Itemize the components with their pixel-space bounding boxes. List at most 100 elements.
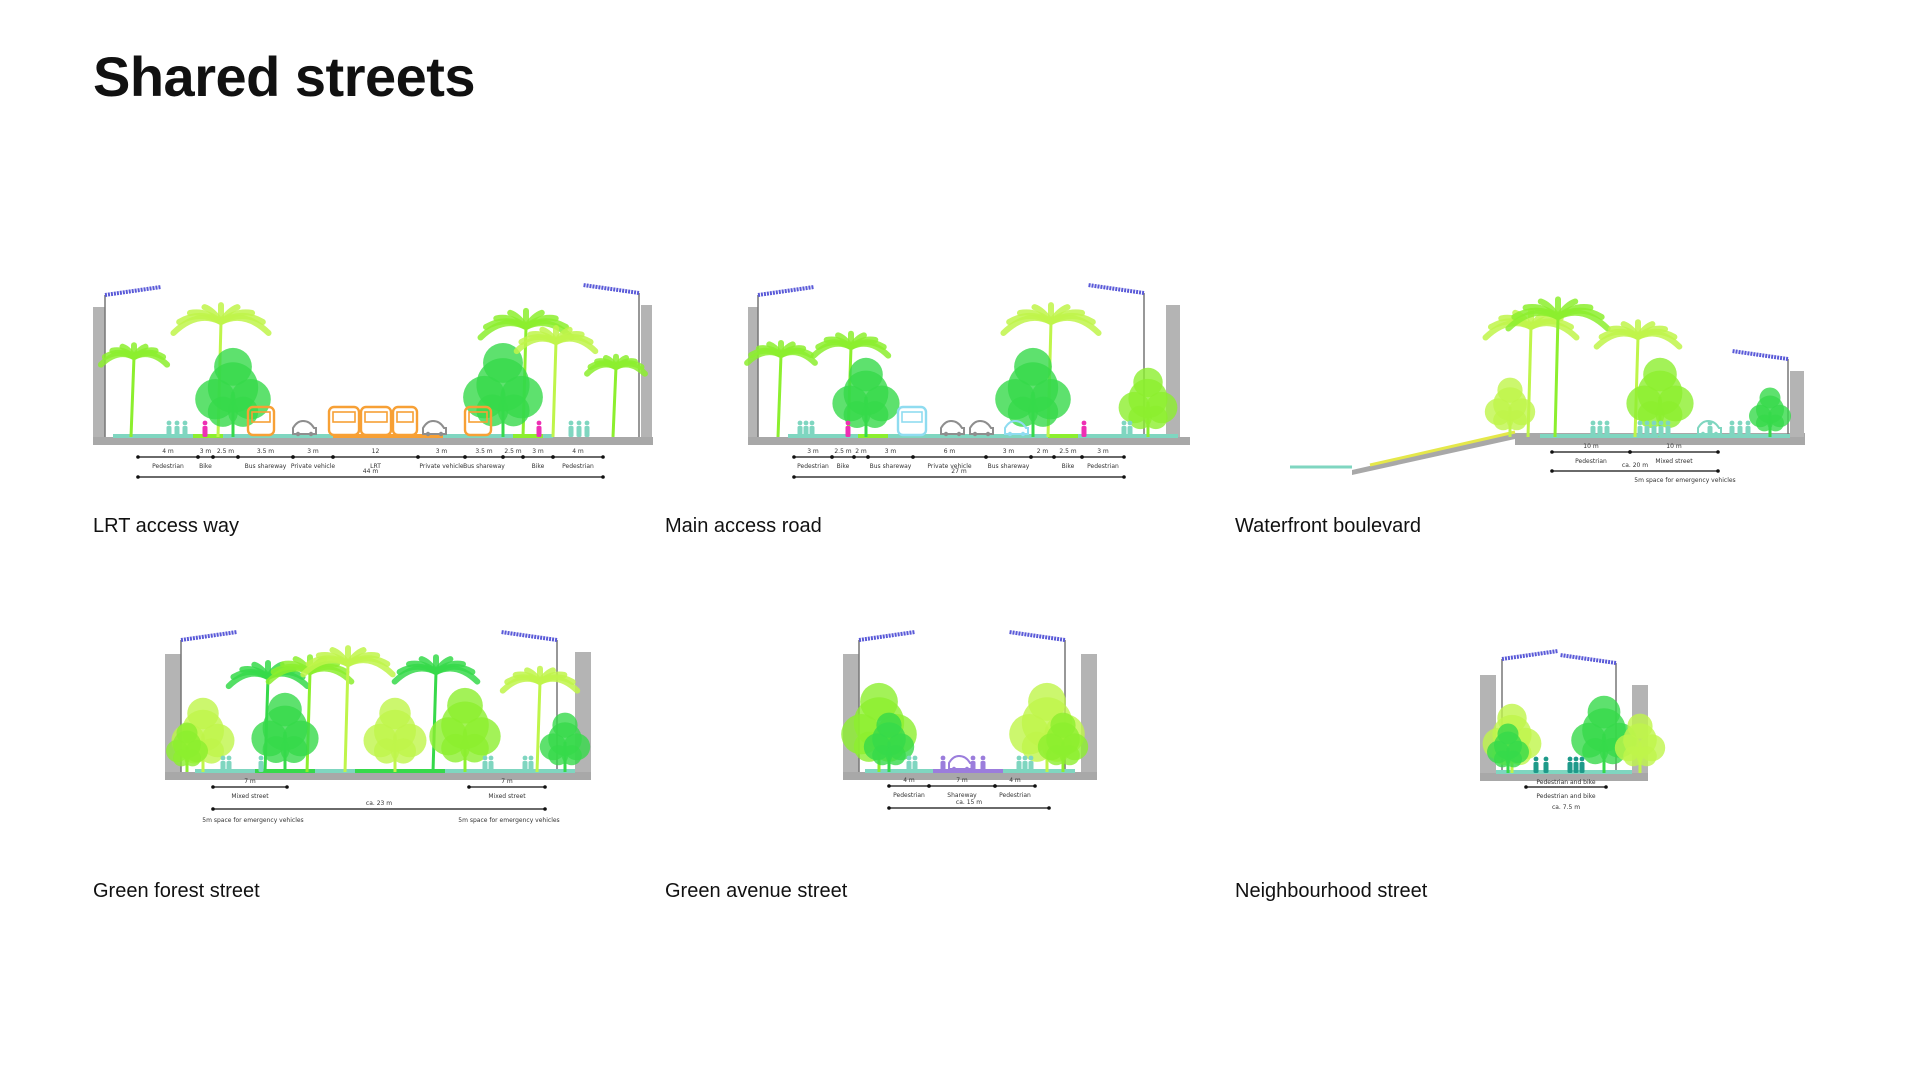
pedestrian-icon xyxy=(226,755,232,772)
dimension-tick xyxy=(1122,475,1126,479)
dimension-tick xyxy=(521,455,525,459)
dimension-tick xyxy=(1122,455,1126,459)
dimension-value-main: 2.5 m xyxy=(1059,448,1076,455)
palm-tree-icon xyxy=(1593,319,1683,438)
pedestrian-icon xyxy=(166,420,172,437)
dimension-value-main: 2 m xyxy=(855,448,867,455)
pedestrian-icon xyxy=(482,755,488,772)
section-caption-green-forest-street: Green forest street xyxy=(93,880,260,902)
solar-panel-icon xyxy=(1501,649,1559,661)
palm-tree-icon xyxy=(744,339,818,438)
pedestrian-icon xyxy=(1121,420,1127,437)
solar-panel-icon xyxy=(1087,283,1145,295)
dimension-label-forest: Mixed street xyxy=(231,793,269,800)
palm-tree-icon xyxy=(810,330,892,438)
dimension-label-main: Bus shareway xyxy=(988,463,1030,470)
ground-slab xyxy=(748,437,1190,445)
solar-panel-icon xyxy=(104,285,162,297)
dimension-label-avenue: Pedestrian xyxy=(893,792,925,799)
dimension-value-lrt: 4 m xyxy=(572,448,584,455)
dimension-value-lrt: 3.5 m xyxy=(475,448,492,455)
building-wall xyxy=(93,307,105,437)
pedestrian-icon xyxy=(528,755,534,772)
dimension-value-main: 3 m xyxy=(885,448,897,455)
total-note-waterfront: 5m space for emergency vehicles xyxy=(1634,477,1735,484)
bus-icon xyxy=(359,405,393,437)
pedestrian-icon xyxy=(1533,756,1539,773)
tree-icon xyxy=(539,712,591,772)
pedestrian-icon xyxy=(1637,420,1643,437)
dimension-tick xyxy=(196,455,200,459)
tree-icon xyxy=(195,347,271,437)
dimension-tick xyxy=(416,455,420,459)
forest-planting xyxy=(355,769,445,773)
dimension-value-main: 3 m xyxy=(807,448,819,455)
cyclist-icon xyxy=(1081,420,1087,437)
dimension-tick xyxy=(887,784,891,788)
dimension-label-lrt: Bus shareway xyxy=(463,463,505,470)
dimension-label-avenue: Shareway xyxy=(947,792,977,799)
total-note-forest: 5m space for emergency vehicles xyxy=(202,817,303,824)
pedestrian-icon xyxy=(1022,755,1028,772)
palm-tree-icon xyxy=(391,654,481,773)
section-caption-neighbourhood-street: Neighbourhood street xyxy=(1235,880,1428,902)
dimension-tick xyxy=(291,455,295,459)
dimension-value-avenue: 4 m xyxy=(1009,777,1021,784)
dimension-label-avenue: Pedestrian xyxy=(999,792,1031,799)
dimension-value-main: 2 m xyxy=(1037,448,1049,455)
dimension-tick xyxy=(551,455,555,459)
sidewalk xyxy=(788,434,1178,438)
promenade xyxy=(1540,434,1790,438)
dimension-value-main: 3 m xyxy=(1097,448,1109,455)
dimension-label-neighbourhood: Pedestrian and bike xyxy=(1536,793,1596,800)
dimension-value-main: 6 m xyxy=(944,448,956,455)
solar-panel-icon xyxy=(757,285,815,297)
dimension-tick xyxy=(601,455,605,459)
dimension-tick xyxy=(1052,455,1056,459)
ground-slab xyxy=(843,772,1097,780)
tree-icon xyxy=(1749,387,1791,437)
dimension-tick xyxy=(331,455,335,459)
section-caption-green-avenue-street: Green avenue street xyxy=(665,880,848,902)
pedestrian-icon xyxy=(1737,420,1743,437)
ground-slab xyxy=(93,437,653,445)
tree-icon xyxy=(429,687,501,772)
car-icon xyxy=(1004,419,1029,437)
pedestrian-icon xyxy=(1127,420,1133,437)
total-width-forest: ca. 23 m xyxy=(366,800,392,807)
pedestrian-icon xyxy=(906,755,912,772)
page-title: Shared streets xyxy=(93,45,476,108)
dimension-label-lrt: Pedestrian xyxy=(152,463,184,470)
dimension-tick xyxy=(236,455,240,459)
dimension-label-lrt: Pedestrian xyxy=(562,463,594,470)
ground-slab xyxy=(1480,773,1648,781)
dimension-value-lrt: 3 m xyxy=(436,448,448,455)
solar-panel-icon xyxy=(1731,349,1789,361)
dimension-tick xyxy=(543,807,547,811)
section-caption-main-access-road: Main access road xyxy=(665,515,822,537)
dimension-tick xyxy=(1604,785,1608,789)
tree-icon xyxy=(251,692,319,772)
dimension-value-main: 3 m xyxy=(1003,448,1015,455)
palm-tree-icon xyxy=(584,353,648,438)
pedestrian-icon xyxy=(1729,420,1735,437)
cyclist-icon xyxy=(845,420,851,437)
dimension-tick xyxy=(1628,450,1632,454)
dimension-tick xyxy=(211,455,215,459)
pedestrian-icon xyxy=(1016,755,1022,772)
pedestrian-icon xyxy=(1658,420,1664,437)
cyclist-icon xyxy=(940,755,946,772)
bus-icon xyxy=(246,405,276,437)
tree-icon xyxy=(1614,713,1666,773)
total-width-avenue: ca. 15 m xyxy=(956,799,982,806)
total-note-forest: 5m space for emergency vehicles xyxy=(458,817,559,824)
dimension-tick xyxy=(852,455,856,459)
tree-icon xyxy=(995,347,1071,437)
dimension-label-main: Bike xyxy=(837,463,850,470)
pedestrian-icon xyxy=(1651,420,1657,437)
dimension-label-neighbourhood-top: Pedestrian and bike xyxy=(1536,779,1596,786)
dimension-label-lrt: Private vehicle xyxy=(419,463,464,470)
